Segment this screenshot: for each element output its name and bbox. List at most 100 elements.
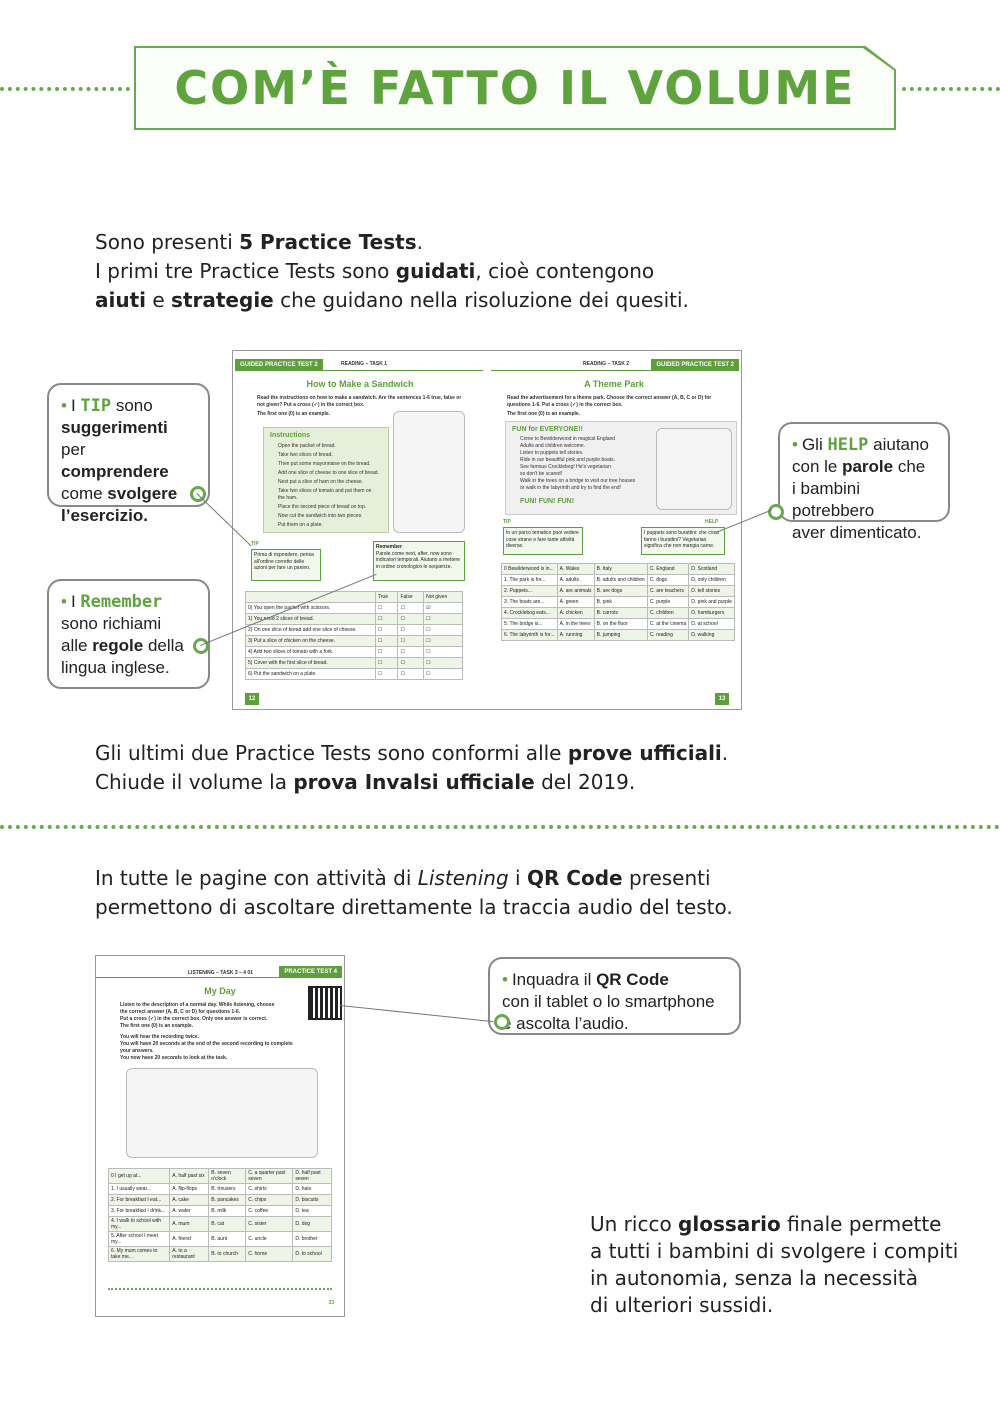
text: , cioè contengono [475, 259, 655, 283]
table-cell: A. water [169, 1205, 210, 1217]
table-cell: C. are teachers [646, 585, 690, 597]
table-row: 0) You open the packet with scissors.☐☐☑ [245, 602, 463, 614]
help-label: HELP [705, 519, 719, 525]
text: aver dimenticato. [792, 523, 922, 542]
checkbox: ☐ [374, 602, 399, 614]
page-number: 33 [328, 1300, 334, 1306]
table-cell: 0 I get up at... [107, 1168, 171, 1184]
practice-test-page: LISTENING – TASK 3 – 4 01 PRACTICE TEST … [95, 955, 345, 1317]
table-cell: 6) Put the sandwich on a plate. [245, 668, 376, 680]
glossary-line-2: a tutti i bambini di svolgere i compiti [590, 1239, 959, 1263]
text: I [70, 396, 81, 415]
remember-callout: •I Remember sono richiami alle regole de… [47, 579, 210, 689]
table-cell: A. adults [556, 574, 595, 586]
intro-line-1: Sono presenti 5 Practice Tests. [95, 228, 795, 257]
intro-paragraph: Sono presenti 5 Practice Tests. I primi … [95, 228, 795, 315]
checkbox: ☐ [423, 646, 463, 658]
tip-label: TIP [251, 541, 259, 547]
glossary-line-1: Un ricco glossario finale permette [590, 1211, 990, 1238]
bedroom-illustration [126, 1068, 318, 1158]
left-header-bar: GUIDED PRACTICE TEST 2 [235, 359, 323, 371]
qr-code-icon [308, 986, 342, 1020]
emphasis: 5 Practice Tests [239, 230, 417, 254]
text: che guidano nella risoluzione dei quesit… [273, 288, 689, 312]
checkbox: ☐ [374, 613, 399, 625]
table-cell: C. sister [245, 1216, 294, 1232]
table-cell: A. half past six [169, 1168, 210, 1184]
text: della [143, 636, 184, 655]
table-cell: 4. Crocklebog eats... [501, 607, 558, 619]
table-cell: C. England [646, 563, 690, 575]
ad-line: Walk in the trees on a bridge to visit o… [520, 478, 636, 484]
table-cell: B. milk [208, 1205, 247, 1217]
checkbox: ☐ [423, 635, 463, 647]
dotted-rule-left [0, 87, 130, 91]
text: . [416, 230, 423, 254]
right-page-title: A Theme Park [584, 379, 644, 389]
table-cell: A. running [556, 629, 595, 641]
title-box: COM’È FATTO IL VOLUME [136, 48, 894, 128]
emphasis: guidati [395, 259, 476, 283]
page-title: COM’È FATTO IL VOLUME [174, 61, 856, 115]
bullet-icon: • [792, 435, 798, 454]
bullet-icon: • [502, 970, 508, 989]
page-header-rule [96, 977, 342, 978]
right-instruction: Read the advertisement for a theme park.… [507, 395, 712, 408]
emphasis: l’esercizio. [61, 506, 148, 525]
theme-park-illustration [656, 428, 732, 510]
table-cell: A. mum [169, 1216, 210, 1232]
text: e [146, 288, 172, 312]
emphasis: glossario [678, 1212, 781, 1236]
glossary-line-3: in autonomia, senza la necessità [590, 1266, 918, 1290]
table-cell: B. carrots [593, 607, 648, 619]
table-cell: 4) Add two slices of tomato with a fork. [245, 646, 376, 658]
help-note: I puppets sono burattini: che cosa fanno… [641, 527, 725, 555]
table-cell: D. dog [292, 1216, 332, 1232]
table-cell: 5) Cover with the first slice of bread. [245, 657, 376, 669]
table-cell: B. Italy [593, 563, 648, 575]
instruction-item: Take two slices of bread. [278, 452, 333, 458]
table-cell: C. home [245, 1246, 294, 1262]
listening-paragraph: In tutte le pagine con attività di Liste… [95, 864, 815, 922]
table-cell: C. shirts [245, 1183, 294, 1195]
instruction-line: You now have 20 seconds to look at the t… [120, 1055, 228, 1061]
bullet-icon: • [61, 396, 67, 415]
table-cell: 2) On one slice of bread add one slice o… [245, 624, 376, 636]
table-cell: B. jumping [593, 629, 648, 641]
checkbox: ☐ [374, 624, 399, 636]
remember-note-text: Parole come next, after, now sono indica… [376, 550, 460, 570]
text: . [721, 741, 729, 765]
checkbox: ☐ [374, 635, 399, 647]
text: con il tablet o lo smartphone [502, 992, 715, 1011]
middle-line-2: Chiude il volume la prova Invalsi uffici… [95, 768, 815, 797]
checkbox: ☐ [397, 602, 425, 614]
text: Chiude il volume la [95, 770, 294, 794]
left-example: The first one (0) is an example. [257, 411, 331, 417]
table-cell: D. Scotland [688, 563, 735, 575]
checkbox: ☐ [423, 657, 463, 669]
instruction-line: You will hear the recording twice. [120, 1034, 200, 1040]
table-cell: B. aunt [208, 1231, 247, 1247]
bullet-icon: • [61, 592, 67, 611]
text: presenti [622, 866, 711, 890]
table-cell: A. green [556, 596, 595, 608]
text: per [61, 440, 86, 459]
help-keyword: HELP [827, 435, 869, 455]
table-cell: B. seven o'clock [208, 1168, 247, 1184]
table-cell: 6. My mum comes to take me... [107, 1246, 171, 1262]
glossary-paragraph: Un ricco glossario finale permette a tut… [590, 1211, 990, 1319]
table-cell: B. trousers [208, 1183, 247, 1195]
table-cell: A. chicken [556, 607, 595, 619]
table-cell: C. dogs [646, 574, 690, 586]
text: alle [61, 636, 93, 655]
ad-line: Adults and children welcome. [520, 443, 586, 449]
instruction-item: Take two slices of tomato and put them o… [278, 488, 372, 501]
table-cell: 6. The labyrinth is for... [501, 629, 558, 641]
guided-test-spread: GUIDED PRACTICE TEST 2 READING – TASK 1 … [232, 350, 742, 710]
page-section-label: LISTENING – TASK 3 – 4 01 [188, 970, 253, 976]
